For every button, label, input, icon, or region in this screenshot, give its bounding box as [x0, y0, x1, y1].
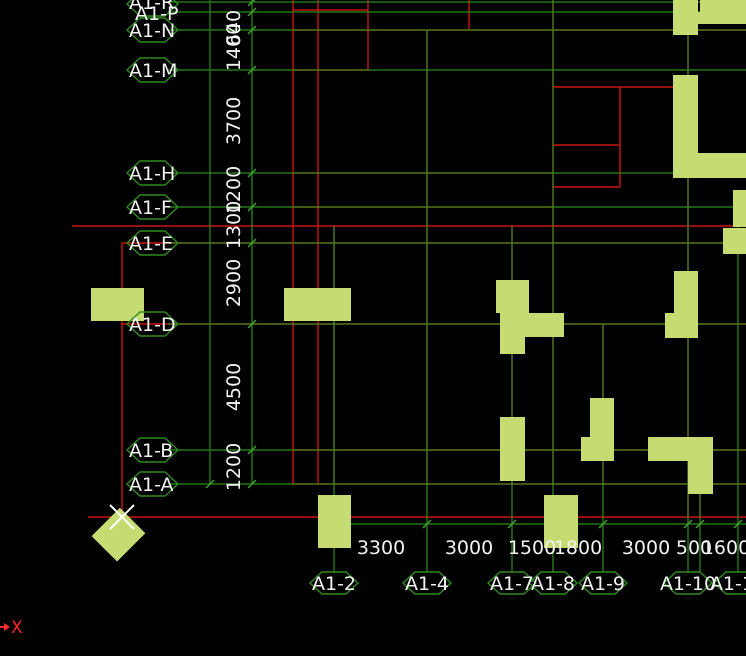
column	[665, 271, 698, 338]
column-axis-label: A1-10	[660, 573, 716, 595]
ucs-icon: X	[0, 618, 23, 638]
column	[91, 507, 146, 562]
column	[700, 0, 746, 12]
row-dimension: 4500	[223, 363, 245, 411]
column	[648, 437, 713, 494]
column-axis-label: A1-9	[581, 573, 625, 595]
column	[723, 228, 746, 254]
row-axis-label-e: A1-E	[129, 233, 173, 255]
column	[284, 288, 351, 321]
row-axis-label-m: A1-M	[129, 60, 177, 82]
column	[581, 398, 614, 461]
column-axis-label: A1-4	[405, 573, 449, 595]
column-axis-label: A1-7	[490, 573, 534, 595]
row-axis-label-p: A1-P	[135, 3, 178, 25]
column	[544, 495, 578, 548]
row-axis-label-a: A1-A	[129, 474, 174, 496]
row-dimension: 1200	[223, 443, 245, 491]
row-axis-label-n: A1-N	[129, 20, 175, 42]
row-axis-label-b: A1-B	[129, 440, 173, 462]
row-axis-label-r: A1-R	[129, 0, 174, 14]
column-dimension: 3300	[357, 537, 405, 559]
column-dimension: 3000	[622, 537, 670, 559]
ucs-x-label: X	[11, 618, 23, 638]
column	[318, 495, 351, 548]
column	[673, 0, 746, 35]
row-dimension: 1400	[223, 23, 245, 71]
column-dimension: 1600	[702, 537, 746, 559]
crosshair-icon	[109, 504, 135, 530]
row-dimension: 2900	[223, 259, 245, 307]
column-axis-label: A1-2	[312, 573, 356, 595]
row-axis-label-f: A1-F	[129, 197, 172, 219]
column-axis-label: A1-11	[710, 573, 746, 595]
row-axis-label-h: A1-H	[129, 163, 175, 185]
columns	[91, 0, 746, 562]
column-dimension: 1800	[554, 537, 602, 559]
column-axis-bubbles	[308, 571, 746, 595]
column	[500, 417, 525, 481]
row-axis-bubbles	[125, 0, 180, 497]
row-axis-label-d: A1-D	[129, 314, 176, 336]
column	[91, 288, 144, 321]
column-dimension: 1500	[508, 537, 556, 559]
column-dimension: 3000	[445, 537, 493, 559]
column-axis-label: A1-8	[531, 573, 575, 595]
column	[496, 280, 564, 354]
column	[673, 75, 746, 178]
row-dimension: 3700	[223, 97, 245, 145]
row-dimension-top: 640	[223, 10, 245, 46]
row-dimension: 1300	[223, 201, 245, 249]
column	[733, 190, 746, 227]
row-dimension: 1200	[223, 166, 245, 214]
column-dimension: 500	[676, 537, 712, 559]
